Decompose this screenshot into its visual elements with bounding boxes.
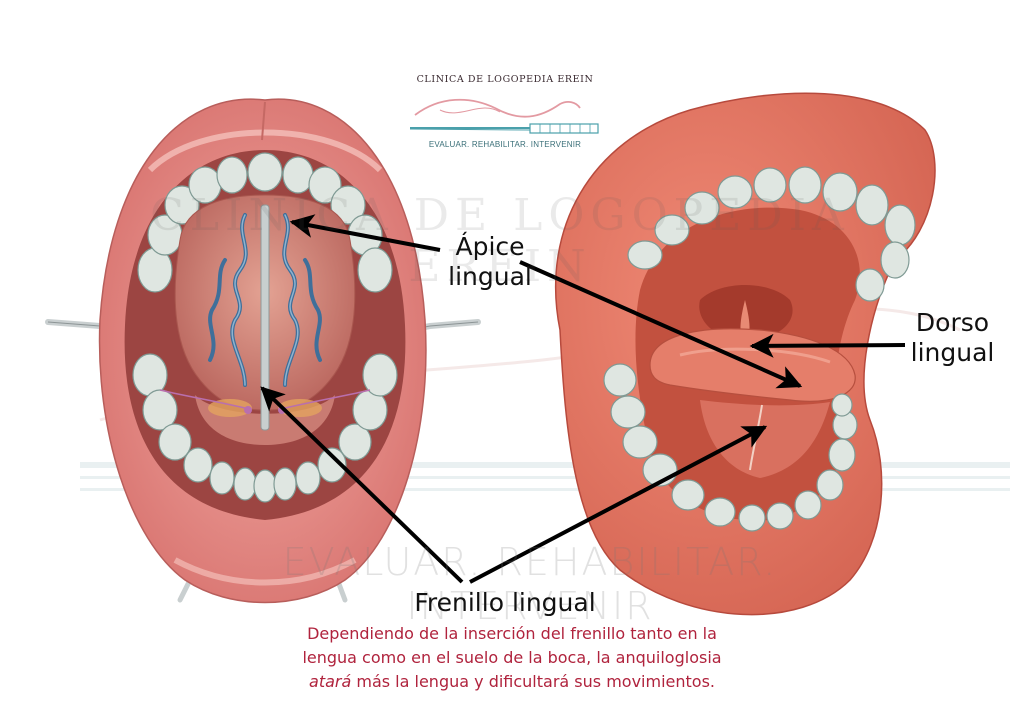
watermark-top: CLINICA DE LOGOPEDIA EREIN [150,190,850,292]
caption-line3-rest: más la lengua y dificultará sus movimien… [351,672,715,691]
caption-line2: lengua como en el suelo de la boca, la a… [302,648,722,667]
logo-title: CLINICA DE LOGOPEDIA EREIN [416,74,594,85]
open-mouth-side [554,92,936,616]
label-frenillo-lingual: Frenillo lingual [414,588,596,617]
upper-teeth-side [627,166,916,302]
label-apice-line2: lingual [448,262,532,291]
arrow-dorso [749,333,906,358]
label-apice-lingual: Ápice lingual [430,232,550,292]
front-mouth [45,98,481,604]
label-apice-line1: Ápice [455,232,525,261]
lower-teeth [132,353,398,503]
arrow-frenillo-left [260,386,464,584]
arrow-apice-left [289,214,441,252]
watermark-bottom: EVALUAR. REHABILITAR. INTERVENIR [282,540,778,628]
lower-teeth-side [603,363,858,532]
label-dorso-lingual: Dorso lingual [895,308,1010,368]
caption-italic: atará [309,672,352,691]
clinic-logo: CLINICA DE LOGOPEDIA EREIN EVALUAR. REHA… [405,70,605,160]
caption-text: Dependiendo de la inserción del frenillo… [222,622,802,694]
label-dorso-line2: lingual [910,338,995,367]
caption-line1: Dependiendo de la inserción del frenillo… [307,624,717,643]
caption-line3: atará más la lengua y dificultará sus mo… [222,670,802,694]
clinic-logo-graphic [409,98,599,134]
arrow-frenillo-right [469,425,768,584]
pointer-arrows [260,214,906,584]
logo-tagline: EVALUAR. REHABILITAR. INTERVENIR [428,140,582,149]
upper-teeth [137,152,393,293]
label-dorso-line1: Dorso [915,308,990,337]
arrow-apice-right [519,260,803,389]
